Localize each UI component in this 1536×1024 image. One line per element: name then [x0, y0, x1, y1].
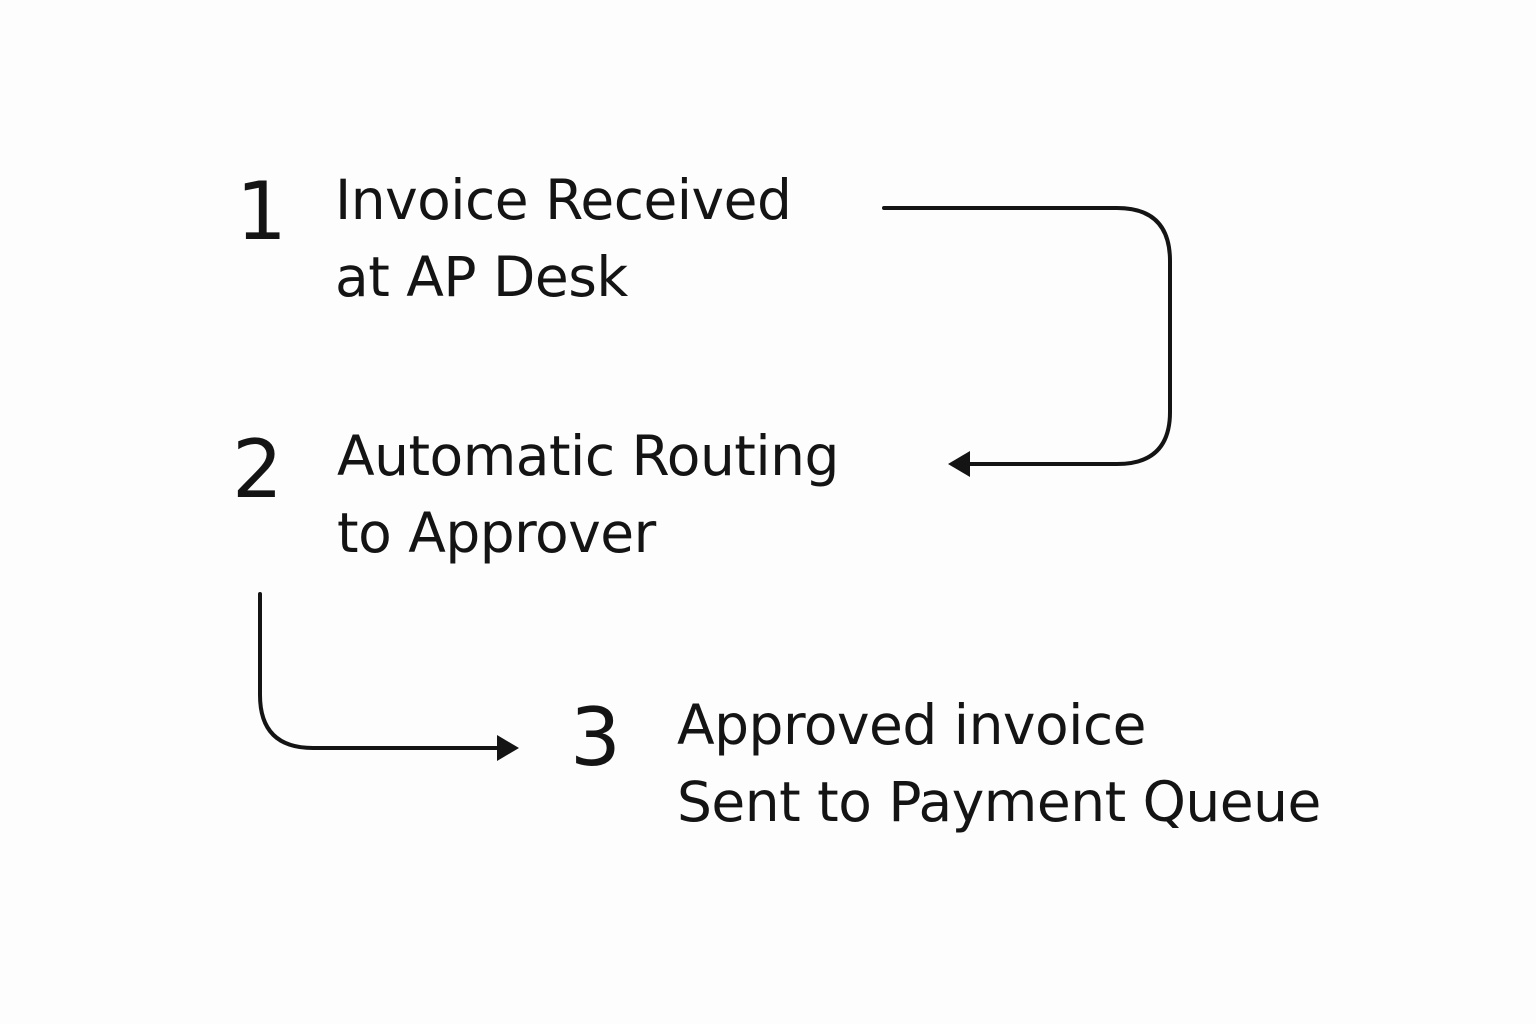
- step-2-line1: Automatic Routing: [337, 424, 839, 488]
- step-2-number: 2: [232, 423, 283, 516]
- step-1-label: Invoice Received at AP Desk: [335, 162, 792, 316]
- step-1-line2: at AP Desk: [335, 245, 628, 309]
- step-1-line1: Invoice Received: [335, 168, 792, 232]
- arrowhead-step2: [948, 451, 970, 477]
- step-2-line2: to Approver: [337, 501, 656, 565]
- step-3-line1: Approved invoice: [677, 693, 1146, 757]
- step-3-line2: Sent to Payment Queue: [677, 770, 1321, 834]
- step-2-label: Automatic Routing to Approver: [337, 418, 839, 572]
- arrowhead-step3: [497, 735, 519, 761]
- arrow-step1-to-step2: [882, 206, 1172, 466]
- step-3-label: Approved invoice Sent to Payment Queue: [677, 687, 1321, 841]
- arrow-step2-to-step3: [258, 592, 500, 750]
- step-1-number: 1: [236, 165, 287, 258]
- step-3-number: 3: [570, 691, 621, 784]
